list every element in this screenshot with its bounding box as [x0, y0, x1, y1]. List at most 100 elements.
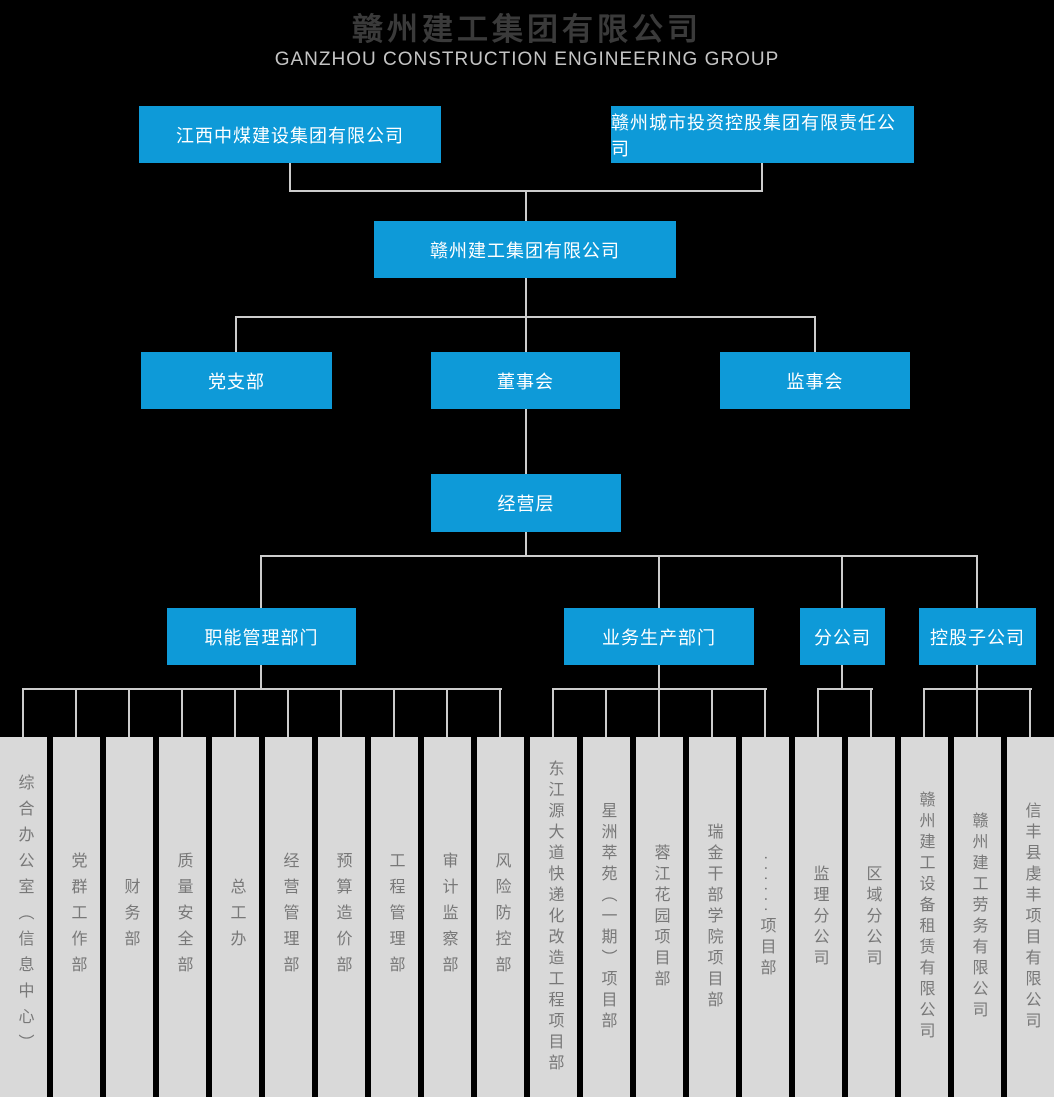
- connector-line: [260, 665, 262, 689]
- org-column: 财务部: [106, 737, 153, 1097]
- connector-line: [446, 688, 448, 737]
- connector-line: [711, 688, 713, 737]
- connector-line: [340, 688, 342, 737]
- column-label: 赣州建工劳务有限公司: [969, 812, 987, 1022]
- node-label: 控股子公司: [930, 627, 1025, 648]
- connector-line: [814, 316, 816, 352]
- connector-line: [817, 688, 819, 737]
- node-production-departments: 业务生产部门: [564, 608, 754, 665]
- org-column: 区域分公司: [848, 737, 895, 1097]
- column-label: 综合办公室（信息中心）: [15, 774, 33, 1060]
- node-branch-companies: 分公司: [800, 608, 885, 665]
- column-label: ······项目部: [757, 854, 775, 980]
- connector-line: [841, 555, 843, 608]
- org-column: 综合办公室（信息中心）: [0, 737, 47, 1097]
- node-label: 赣州城市投资控股集团有限责任公司: [611, 112, 896, 159]
- column-label: 工程管理部: [386, 852, 404, 982]
- connector-line: [552, 688, 554, 737]
- node-holding-subsidiaries: 控股子公司: [919, 608, 1036, 665]
- node-label: 董事会: [497, 371, 554, 392]
- connector-line: [393, 688, 395, 737]
- connector-line: [1029, 688, 1031, 737]
- node-label: 分公司: [814, 627, 871, 648]
- column-label: 瑞金干部学院项目部: [704, 822, 722, 1012]
- column-label: 审计监察部: [439, 852, 457, 982]
- connector-line: [976, 555, 978, 608]
- org-column: 赣州建工设备租赁有限公司: [901, 737, 948, 1097]
- org-column: 经营管理部: [265, 737, 312, 1097]
- column-label: 东江源大道快递化改造工程项目部: [545, 759, 563, 1075]
- node-company: 赣州建工集团有限公司: [374, 221, 676, 278]
- node-label: 职能管理部门: [204, 627, 319, 648]
- page-subtitle: GANZHOU CONSTRUCTION ENGINEERING GROUP: [274, 49, 780, 70]
- connector-line: [817, 688, 873, 690]
- connector-line: [525, 278, 527, 316]
- connector-line: [287, 688, 289, 737]
- column-label: 区域分公司: [863, 864, 881, 970]
- org-column: 瑞金干部学院项目部: [689, 737, 736, 1097]
- connector-line: [525, 190, 527, 221]
- column-label: 信丰县虔丰项目有限公司: [1022, 801, 1040, 1033]
- connector-line: [75, 688, 77, 737]
- column-label: 监理分公司: [810, 864, 828, 970]
- connector-line: [260, 555, 262, 608]
- node-label: 经营层: [497, 494, 555, 514]
- column-label: 星洲萃苑（一期）项目部: [598, 801, 616, 1033]
- node-label: 江西中煤建设集团有限公司: [176, 125, 404, 146]
- column-label: 财务部: [121, 878, 139, 956]
- connector-line: [525, 532, 527, 555]
- column-label: 风险防控部: [492, 852, 510, 982]
- connector-line: [658, 688, 660, 737]
- org-column: 审计监察部: [424, 737, 471, 1097]
- connector-line: [289, 163, 291, 190]
- column-label: 质量安全部: [174, 852, 192, 982]
- org-column: 监理分公司: [795, 737, 842, 1097]
- connector-line: [234, 688, 236, 737]
- org-column: 东江源大道快递化改造工程项目部: [530, 737, 577, 1097]
- org-column: ······项目部: [742, 737, 789, 1097]
- node-management-level: 经营层: [431, 474, 621, 532]
- connector-line: [499, 688, 501, 737]
- column-label: 预算造价部: [333, 852, 351, 982]
- org-column: 蓉江花园项目部: [636, 737, 683, 1097]
- org-column: 预算造价部: [318, 737, 365, 1097]
- connector-line: [235, 316, 237, 352]
- node-parent-ganzhou-urban-investment: 赣州城市投资控股集团有限责任公司: [611, 106, 914, 163]
- connector-line: [761, 163, 763, 190]
- column-label: 赣州建工设备租赁有限公司: [916, 791, 934, 1043]
- connector-line: [923, 688, 925, 737]
- connector-line: [128, 688, 130, 737]
- node-supervisory-board: 监事会: [720, 352, 910, 409]
- node-parent-jiangxi-zhongmei: 江西中煤建设集团有限公司: [139, 106, 441, 163]
- org-column: 党群工作部: [53, 737, 100, 1097]
- org-column: 质量安全部: [159, 737, 206, 1097]
- org-column: 工程管理部: [371, 737, 418, 1097]
- node-label: 业务生产部门: [602, 627, 716, 648]
- connector-line: [658, 665, 660, 689]
- org-column: 赣州建工劳务有限公司: [954, 737, 1001, 1097]
- column-label: 经营管理部: [280, 852, 298, 982]
- connector-line: [976, 665, 978, 689]
- node-functional-departments: 职能管理部门: [167, 608, 356, 665]
- org-column: 星洲萃苑（一期）项目部: [583, 737, 630, 1097]
- connector-line: [764, 688, 766, 737]
- org-column: 总工办: [212, 737, 259, 1097]
- connector-line: [605, 688, 607, 737]
- connector-line: [870, 688, 872, 737]
- node-label: 赣州建工集团有限公司: [430, 240, 620, 261]
- page-title: 赣州建工集团有限公司: [352, 12, 702, 47]
- connector-line: [22, 688, 24, 737]
- connector-line: [976, 688, 978, 737]
- node-board-of-directors: 董事会: [431, 352, 620, 409]
- node-label: 党支部: [208, 371, 265, 392]
- column-label: 党群工作部: [68, 852, 86, 982]
- connector-line: [525, 409, 527, 474]
- org-column: 风险防控部: [477, 737, 524, 1097]
- connector-line: [525, 316, 527, 352]
- connector-line: [22, 688, 502, 690]
- node-label: 监事会: [786, 371, 844, 392]
- connector-line: [841, 665, 843, 689]
- connector-line: [260, 555, 978, 557]
